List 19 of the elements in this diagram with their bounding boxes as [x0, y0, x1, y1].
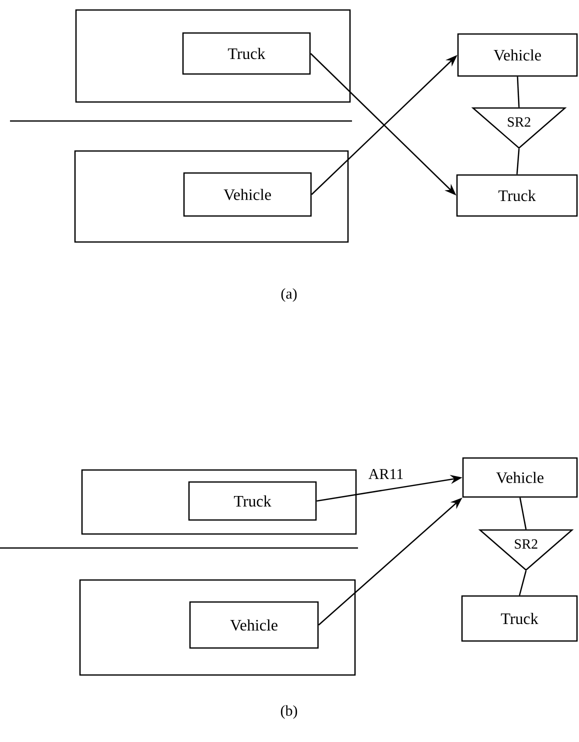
outer-box	[81, 469, 357, 535]
connector-line	[516, 76, 520, 108]
connector-line	[519, 498, 527, 530]
entity-box: Truck	[461, 595, 578, 642]
outer-box	[75, 9, 351, 103]
entity-box: Vehicle	[189, 601, 319, 649]
panel-label: (b)	[280, 705, 298, 719]
connector-line	[516, 148, 520, 174]
entity-box: Vehicle	[462, 457, 578, 498]
entity-box: Vehicle	[183, 172, 312, 217]
entity-box: Truck	[456, 174, 578, 217]
entity-box: Truck	[188, 481, 317, 521]
entity-box: Vehicle	[457, 33, 578, 77]
edge-label: AR11	[368, 469, 403, 479]
panel-label: (a)	[281, 288, 297, 302]
entity-box: Truck	[182, 32, 311, 75]
outer-box	[74, 150, 349, 243]
connector-line	[518, 570, 527, 596]
outer-box	[79, 579, 356, 676]
